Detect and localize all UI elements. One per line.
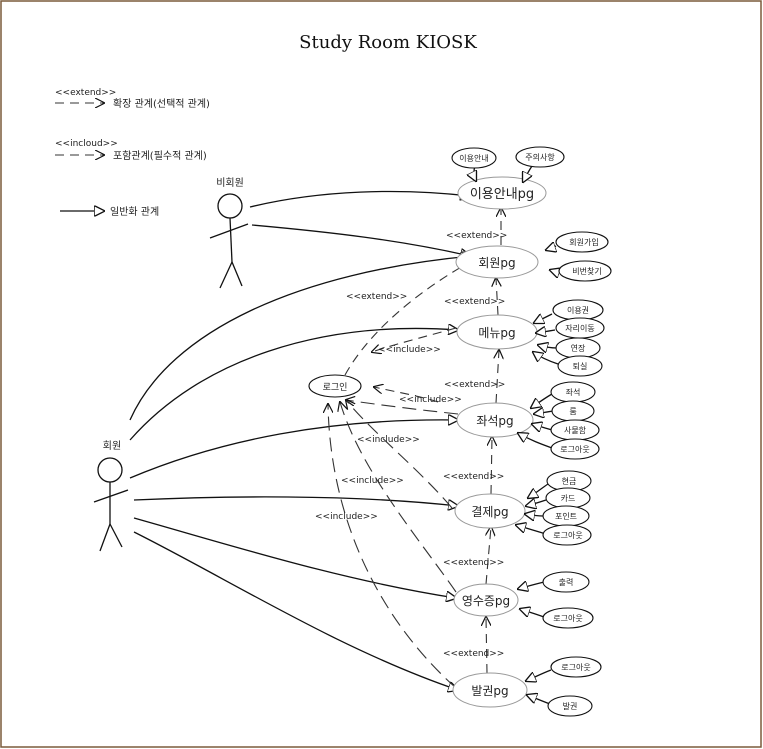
subcases-seat: 좌석 룸 사물함 로그아웃 (518, 381, 600, 460)
usecase-login: 로그인 (308, 374, 362, 398)
svg-text:<<include>>: <<include>> (378, 345, 441, 355)
svg-text:이용안내pg: 이용안내pg (470, 187, 534, 202)
legend-extend-desc: 확장 관계(선택적 관계) (113, 98, 210, 110)
svg-text:좌석pg: 좌석pg (476, 414, 513, 428)
usecase-issue: 발권pg (452, 672, 528, 708)
svg-text:<<extend>>: <<extend>> (443, 649, 504, 659)
svg-text:<<include>>: <<include>> (399, 395, 462, 405)
subcases-receipt: 출력 로그아웃 (518, 571, 594, 629)
svg-text:로그인: 로그인 (323, 382, 348, 393)
usecase-menu: 메뉴pg (456, 314, 538, 350)
svg-text:이용안내: 이용안내 (459, 153, 488, 163)
svg-text:결제pg: 결제pg (471, 505, 508, 519)
svg-text:로그아웃: 로그아웃 (560, 444, 589, 454)
svg-text:로그아웃: 로그아웃 (561, 662, 590, 672)
legend-extend-tag: <<extend>> (55, 88, 116, 98)
usecase-seat: 좌석pg (456, 402, 534, 438)
subcases-issue: 로그아웃 발권 (526, 656, 602, 717)
svg-text:회원가입: 회원가입 (569, 238, 598, 247)
actor-nonmember-label: 비회원 (216, 177, 244, 189)
svg-text:<<include>>: <<include>> (341, 476, 404, 486)
svg-text:이용권: 이용권 (567, 305, 589, 315)
legend-include-desc: 포함관계(필수적 관계) (113, 150, 207, 162)
subcases-menu: 이용권 자리이동 연장 퇴실 (533, 299, 605, 377)
usecase-member: 회원pg (455, 245, 539, 279)
svg-text:현금: 현금 (562, 477, 577, 486)
legend: <<extend>> 확장 관계(선택적 관계) <<incloud>> 포함관… (55, 88, 210, 218)
usecase-guide: 이용안내pg (457, 176, 547, 210)
svg-text:퇴실: 퇴실 (573, 361, 588, 371)
svg-text:<<extend>>: <<extend>> (443, 558, 504, 568)
svg-text:연장: 연장 (571, 343, 586, 353)
usecase-receipt: 영수증pg (453, 583, 519, 617)
actor-member-label: 회원 (103, 440, 121, 452)
svg-text:<<extend>>: <<extend>> (346, 292, 407, 302)
nonmember-associations (249, 191, 470, 256)
svg-text:좌석: 좌석 (566, 387, 581, 397)
svg-text:<<extend>>: <<extend>> (443, 472, 504, 482)
svg-text:<<include>>: <<include>> (315, 512, 378, 522)
svg-text:자리이동: 자리이동 (565, 323, 594, 333)
svg-text:포인트: 포인트 (555, 511, 577, 521)
svg-text:발권: 발권 (563, 701, 578, 711)
svg-text:발권pg: 발권pg (471, 684, 508, 698)
diagram-title: Study Room KIOSK (299, 32, 477, 53)
subcases-guide: 이용안내 주의사항 (451, 146, 565, 182)
svg-text:룸: 룸 (569, 407, 576, 416)
svg-text:<<extend>>: <<extend>> (444, 380, 505, 390)
actor-nonmember: 비회원 (209, 177, 249, 289)
actor-member: 회원 (93, 440, 129, 552)
subcases-payment: 현금 카드 포인트 로그아웃 (516, 470, 592, 546)
svg-text:출력: 출력 (559, 577, 574, 587)
usecase-payment: 결제pg (454, 493, 526, 529)
svg-text:<<extend>>: <<extend>> (446, 231, 507, 241)
legend-general-desc: 일반화 관계 (110, 206, 159, 218)
svg-text:메뉴pg: 메뉴pg (478, 326, 515, 340)
svg-text:<<extend>>: <<extend>> (444, 297, 505, 307)
svg-text:비번찾기: 비번찾기 (572, 266, 601, 276)
svg-text:로그아웃: 로그아웃 (553, 530, 582, 540)
svg-text:영수증pg: 영수증pg (462, 594, 510, 608)
svg-text:회원pg: 회원pg (478, 256, 515, 270)
legend-include-tag: <<incloud>> (55, 139, 118, 149)
subcases-member: 회원가입 비번찾기 (546, 231, 612, 282)
svg-text:주의사항: 주의사항 (525, 152, 555, 162)
svg-text:<<include>>: <<include>> (357, 435, 420, 445)
extend-chain: <<extend>> <<extend>> <<extend>> <<exten… (443, 208, 507, 674)
svg-text:로그아웃: 로그아웃 (553, 613, 582, 623)
svg-text:사물함: 사물함 (564, 426, 587, 435)
svg-text:카드: 카드 (561, 494, 576, 503)
member-associations (129, 256, 472, 690)
login-relations: <<extend>> <<include>> <<include>> <<inc… (315, 262, 470, 689)
